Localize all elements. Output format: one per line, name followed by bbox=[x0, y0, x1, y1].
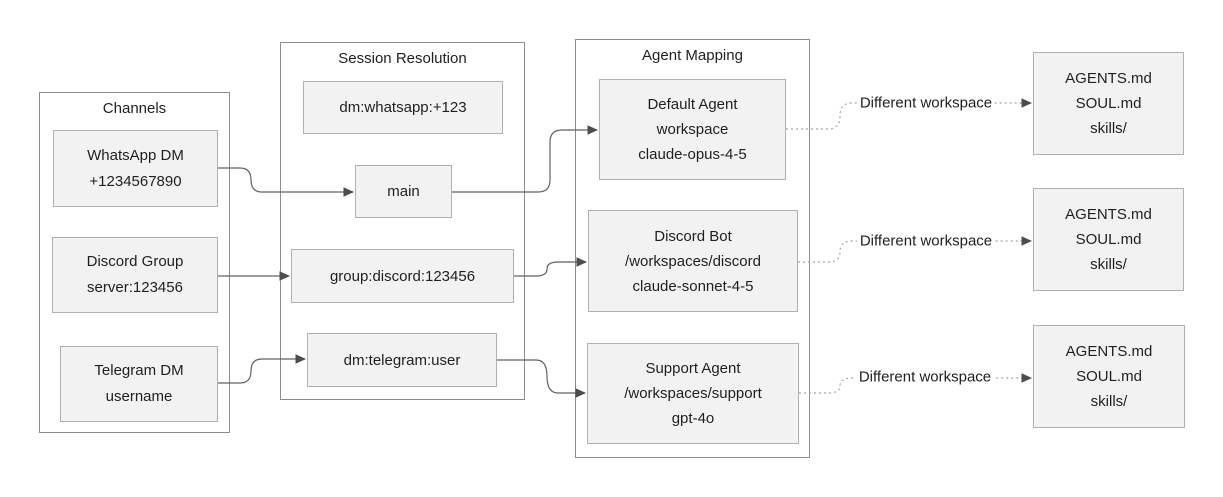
node-whatsapp-dm: WhatsApp DM +1234567890 bbox=[53, 130, 218, 207]
node-discord-group: Discord Group server:123456 bbox=[52, 237, 218, 313]
node-workspace-files-3: AGENTS.md SOUL.md skills/ bbox=[1033, 325, 1185, 428]
node-support-agent-line1: Support Agent bbox=[645, 360, 741, 377]
edge-label-different-workspace-1: Different workspace bbox=[856, 94, 996, 112]
node-support-agent: Support Agent /workspaces/support gpt-4o bbox=[587, 343, 799, 444]
node-workspace-files-1: AGENTS.md SOUL.md skills/ bbox=[1033, 52, 1184, 155]
node-session-group-discord: group:discord:123456 bbox=[291, 249, 514, 303]
node-discord-group-line2: server:123456 bbox=[87, 279, 183, 296]
node-discord-bot-line3: claude-sonnet-4-5 bbox=[632, 277, 754, 295]
node-workspace-files-2: AGENTS.md SOUL.md skills/ bbox=[1033, 188, 1184, 291]
node-session-main: main bbox=[355, 165, 452, 218]
session-resolution-group-title: Session Resolution bbox=[338, 50, 467, 67]
node-discord-bot: Discord Bot /workspaces/discord claude-s… bbox=[588, 210, 798, 312]
node-workspace-files-2-line3: skills/ bbox=[1090, 256, 1127, 273]
node-support-agent-line3: gpt-4o bbox=[671, 410, 715, 427]
node-session-dm-telegram: dm:telegram:user bbox=[307, 333, 497, 387]
node-telegram-dm-line2: username bbox=[105, 388, 173, 405]
node-workspace-files-1-line2: SOUL.md bbox=[1075, 95, 1142, 112]
node-workspace-files-3-line1: AGENTS.md bbox=[1065, 343, 1153, 360]
node-workspace-files-3-line3: skills/ bbox=[1090, 393, 1128, 410]
node-default-agent-line1: Default Agent bbox=[647, 96, 738, 113]
node-default-agent-line2: workspace bbox=[656, 121, 729, 138]
node-workspace-files-1-line1: AGENTS.md bbox=[1065, 70, 1152, 87]
node-session-dm-whatsapp-label: dm:whatsapp:+123 bbox=[339, 99, 467, 116]
edge-label-different-workspace-3: Different workspace bbox=[855, 368, 995, 386]
node-workspace-files-1-line3: skills/ bbox=[1090, 120, 1127, 137]
node-workspace-files-3-line2: SOUL.md bbox=[1076, 368, 1142, 385]
node-whatsapp-dm-line1: WhatsApp DM bbox=[87, 146, 184, 164]
node-telegram-dm: Telegram DM username bbox=[60, 346, 218, 422]
node-support-agent-line2: /workspaces/support bbox=[624, 385, 762, 402]
node-workspace-files-2-line1: AGENTS.md bbox=[1065, 206, 1152, 223]
node-session-main-label: main bbox=[387, 183, 420, 200]
node-default-agent: Default Agent workspace claude-opus-4-5 bbox=[599, 79, 786, 180]
node-discord-bot-line2: /workspaces/discord bbox=[625, 252, 761, 270]
channels-group-title: Channels bbox=[102, 100, 167, 117]
node-session-dm-whatsapp: dm:whatsapp:+123 bbox=[303, 81, 503, 134]
node-workspace-files-2-line2: SOUL.md bbox=[1075, 231, 1142, 248]
node-default-agent-line3: claude-opus-4-5 bbox=[638, 146, 747, 163]
node-whatsapp-dm-line2: +1234567890 bbox=[89, 172, 182, 190]
node-discord-bot-line1: Discord Bot bbox=[654, 227, 732, 245]
node-session-group-discord-label: group:discord:123456 bbox=[329, 267, 476, 285]
edge-label-different-workspace-2: Different workspace bbox=[856, 232, 996, 250]
agent-mapping-group-title: Agent Mapping bbox=[642, 47, 743, 64]
node-discord-group-line1: Discord Group bbox=[86, 253, 184, 270]
node-session-dm-telegram-label: dm:telegram:user bbox=[343, 351, 461, 369]
node-telegram-dm-line1: Telegram DM bbox=[94, 362, 184, 379]
